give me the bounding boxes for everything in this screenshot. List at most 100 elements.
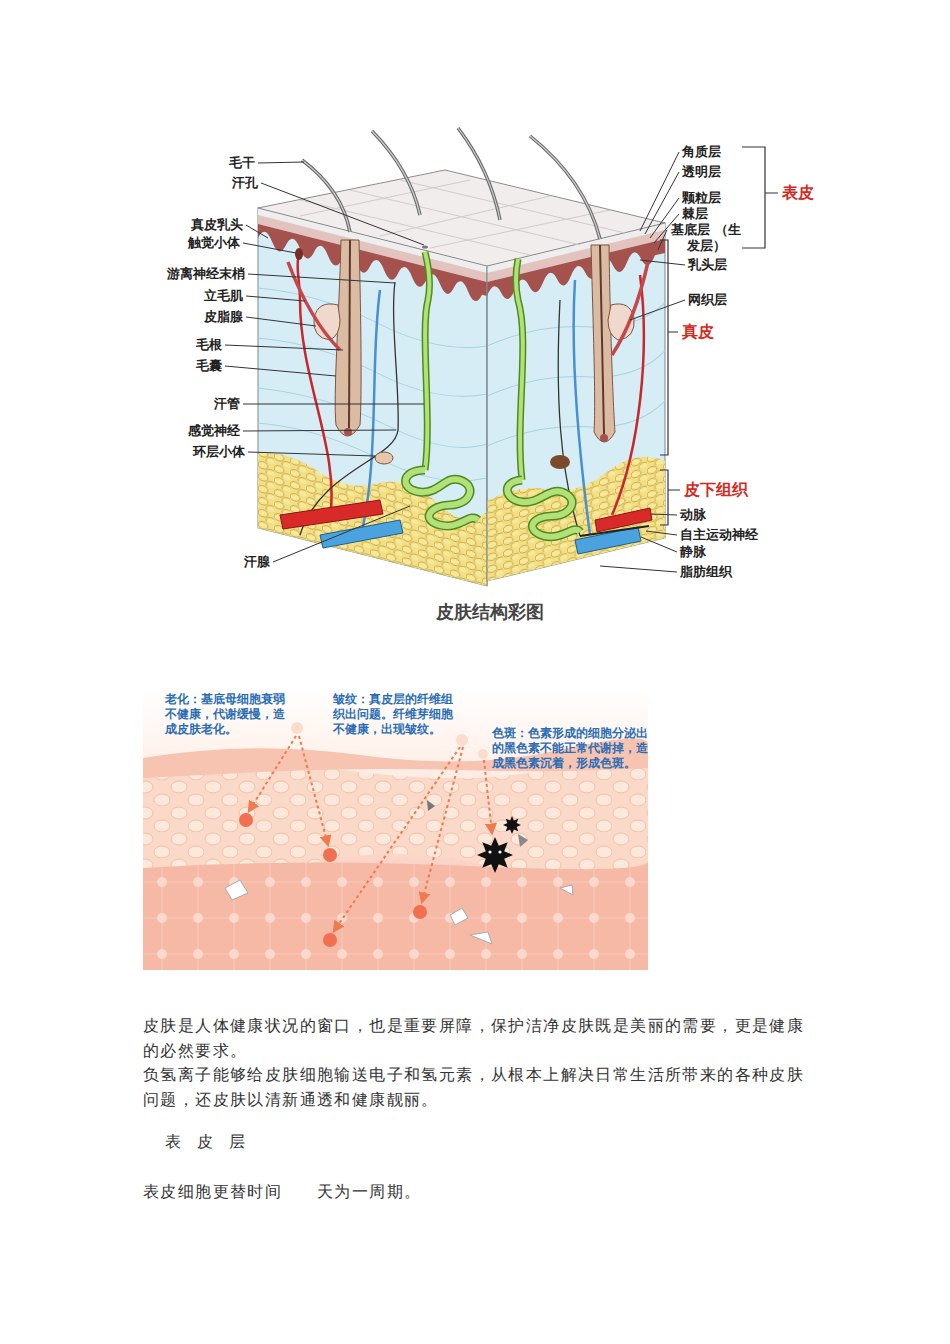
illustration-part (503, 816, 521, 834)
leader-line (225, 345, 343, 350)
leader-line (600, 566, 677, 572)
illustration-part (660, 470, 680, 525)
part-label: 颗粒层 (682, 190, 721, 206)
illustration-part (302, 128, 600, 239)
leader-line (658, 230, 667, 250)
illustration-part (478, 749, 488, 759)
illustration-part (600, 245, 604, 434)
illustration-part (660, 240, 678, 455)
part-label: 静脉 (680, 544, 706, 560)
part-label: 动脉 (680, 507, 706, 523)
illustration-part (372, 131, 420, 215)
illustration-part (249, 736, 492, 931)
layer-title: 皮下组织 (684, 480, 748, 500)
part-label: 毛干 (229, 155, 255, 171)
skin-left-face (258, 208, 487, 586)
illustration-part (516, 259, 523, 480)
illustration-part (450, 908, 468, 925)
part-label: 棘层 (682, 206, 708, 222)
layer-title: 表皮 (782, 183, 814, 203)
pore (422, 245, 428, 248)
callout-text: 皱纹：真皮层的纤维组织出问题。纤维芽细胞不健康，出现皱纹。 (333, 692, 457, 737)
illustration-part (225, 880, 248, 900)
leader-line (243, 430, 396, 431)
block-edge (487, 266, 488, 586)
illustration-part (375, 452, 393, 464)
illustration-part (487, 451, 665, 581)
leader-line (248, 452, 375, 456)
paragraph: 负氢离子能够给皮肤细胞输送电子和氢元素，从根本上解决日常生活所带来的各种皮肤问题… (143, 1062, 811, 1112)
part-label: 透明层 (682, 164, 721, 180)
illustration-part (560, 885, 573, 895)
leader-line (258, 162, 304, 163)
illustration-part (487, 223, 665, 581)
illustration-part (258, 446, 487, 586)
illustration-part (456, 734, 468, 746)
illustration-part (530, 136, 600, 239)
illustration-part (458, 128, 500, 220)
skin-right-face (487, 223, 665, 581)
illustration-part (291, 722, 303, 734)
illustration-part (406, 470, 478, 526)
illustration-part (344, 428, 352, 436)
illustration-part (320, 520, 403, 548)
illustration-part (484, 760, 492, 833)
leader-line (261, 183, 424, 245)
part-label: 毛根 (196, 337, 222, 353)
leader-line (630, 300, 685, 320)
illustration-part (302, 160, 350, 232)
leader-line (640, 260, 685, 265)
part-label: 乳头层 (688, 257, 727, 273)
illustration-part (477, 837, 513, 873)
illustration-part (249, 736, 296, 811)
illustration-part (323, 933, 337, 947)
part-label: 皮脂腺 (204, 309, 243, 325)
illustration-part (422, 747, 463, 902)
leader-line (246, 296, 305, 301)
leader-line (246, 317, 316, 326)
illustration-part (550, 455, 570, 469)
illustration-part (143, 757, 648, 878)
hairs (302, 128, 600, 239)
illustration-part (425, 252, 429, 470)
hair-follicles (288, 240, 648, 469)
part-label: 汗腺 (244, 554, 270, 570)
part-label: 立毛肌 (204, 288, 243, 304)
part-label: 角质层 (682, 144, 721, 160)
part-label: 脂肪组织 (680, 564, 732, 580)
sweat-glands (406, 252, 580, 537)
layer-brackets (660, 147, 778, 525)
illustration-part (516, 259, 523, 480)
blood-vessels (280, 500, 652, 554)
part-label: 网织层 (688, 292, 727, 308)
illustration-part (518, 834, 528, 847)
figure-caption: 皮肤结构彩图 (436, 601, 544, 624)
part-label: 真皮乳头 (191, 217, 243, 233)
illustration-part (574, 280, 590, 535)
leader-line (640, 152, 679, 231)
part-label: 感觉神经 (188, 423, 240, 439)
illustration-part (488, 850, 491, 853)
illustration-part (591, 245, 615, 442)
illustration-part (258, 208, 487, 586)
illustration-part (349, 240, 350, 428)
illustration-part (334, 747, 460, 931)
callout-text: 老化：基底母细胞衰弱不健康，代谢缓慢，造成皮肤老化。 (165, 692, 289, 737)
leader-line (243, 404, 424, 405)
leader-line (243, 243, 296, 253)
leader-line (646, 531, 677, 535)
leader-line (248, 274, 395, 283)
paragraph: 皮肤是人体健康状况的窗口，也是重要屏障，保护洁净皮肤既是美丽的需要，更是健康的必… (143, 1013, 811, 1063)
illustration-part (612, 262, 648, 355)
illustration-part (299, 736, 328, 845)
part-label: 游离神经末梢 (167, 266, 245, 282)
leader-line (246, 225, 268, 238)
illustration-part (742, 147, 778, 248)
illustration-part (413, 905, 427, 919)
illustration-part (507, 480, 580, 537)
part-label: 汗孔 (232, 175, 258, 191)
leader-line (273, 506, 410, 562)
illustration-part (600, 434, 608, 442)
illustration-part (507, 480, 580, 537)
illustration-part (580, 526, 649, 536)
